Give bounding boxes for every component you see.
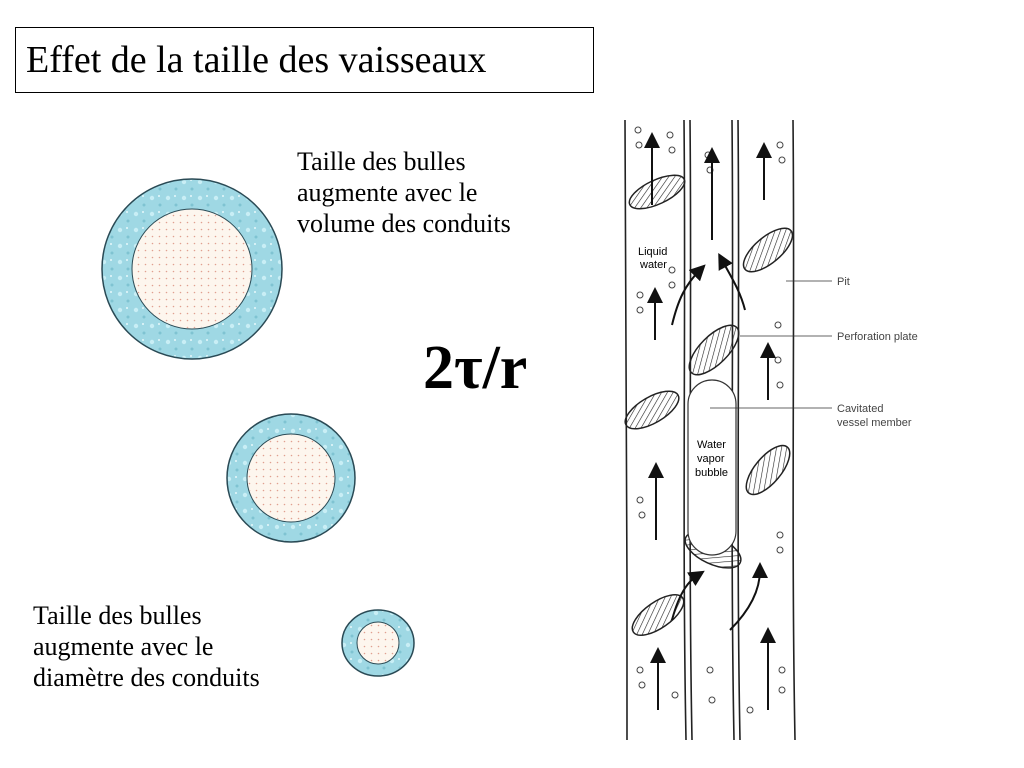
conduit-small	[341, 609, 415, 677]
formula: 2τ/r	[423, 334, 528, 402]
liquid-water-label-2: water	[639, 259, 667, 271]
caption-volume-line-3: volume des conduits	[297, 209, 511, 238]
caption-diameter-line-1: Taille des bulles	[33, 601, 202, 630]
caption-diameter-line-2: augmente avec le	[33, 632, 214, 661]
bubble-label-1: Water	[697, 439, 726, 451]
lumen-dots	[358, 623, 398, 663]
xylem-vessels-diagram: Liquid water Water vapor bubble Pit Perf…	[624, 119, 918, 741]
pit-label: Pit	[837, 276, 850, 288]
perforation-plate-label: Perforation plate	[837, 331, 918, 343]
leader-lines	[710, 280, 832, 409]
conduit-large	[101, 178, 283, 360]
vapor-bubble-outline	[687, 379, 737, 556]
bubble-label-2: vapor	[697, 453, 725, 465]
cavitated-label-2: vessel member	[837, 417, 912, 429]
conduit-medium	[226, 413, 356, 543]
liquid-water-label-1: Liquid	[638, 246, 667, 258]
cavitated-label-1: Cavitated	[837, 403, 883, 415]
caption-volume-line-1: Taille des bulles	[297, 147, 466, 176]
caption-diameter-line-3: diamètre des conduits	[33, 663, 260, 692]
lumen-dots	[133, 210, 251, 328]
bubble-label-3: bubble	[695, 467, 728, 479]
caption-diameter: Taille des bulles augmente avec le diamè…	[33, 600, 333, 693]
page-title: Effet de la taille des vaisseaux	[15, 27, 594, 93]
caption-volume-line-2: augmente avec le	[297, 178, 478, 207]
caption-volume: Taille des bulles augmente avec le volum…	[297, 146, 587, 239]
pits	[634, 126, 786, 714]
lumen-dots	[248, 435, 334, 521]
flow-arrows	[644, 132, 776, 710]
